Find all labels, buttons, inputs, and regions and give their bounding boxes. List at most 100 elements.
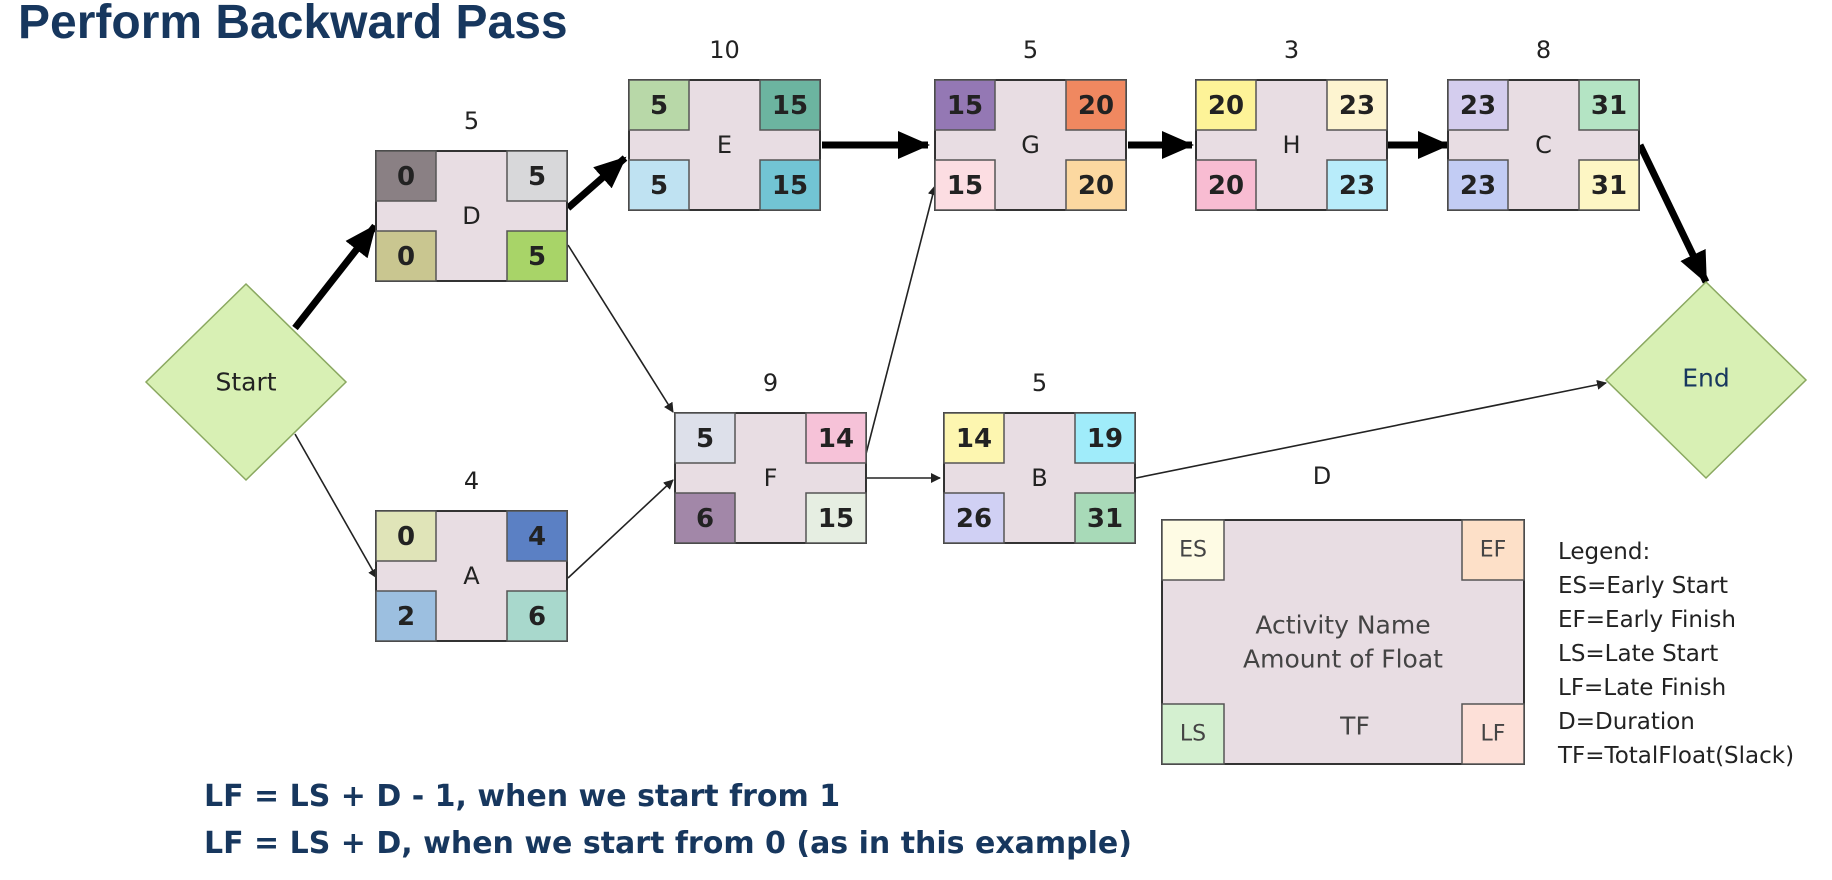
- activity-ef-cell: [759, 79, 821, 131]
- activity-lf-cell: [506, 230, 568, 282]
- legend-item: LF=Late Finish: [1558, 675, 1726, 701]
- start-diamond: [144, 282, 348, 482]
- activity-es-cell: [1195, 79, 1257, 131]
- activity-name: C: [1535, 131, 1552, 159]
- activity-lf-value: 15: [818, 504, 854, 534]
- activity-ef-cell: [506, 510, 568, 562]
- activity-lf-cell: [759, 159, 821, 211]
- activity-ls-cell: [943, 492, 1005, 544]
- legend-node: D ES EF LS LF Activity Name Amount of Fl…: [1161, 462, 1525, 765]
- activity-ls-value: 26: [956, 504, 992, 534]
- activity-duration: 5: [1032, 369, 1047, 397]
- activity-ef-cell: [1074, 412, 1136, 464]
- legend-es-label: ES: [1179, 538, 1207, 563]
- activity-ef-cell: [805, 412, 867, 464]
- activity-es-cell: [375, 150, 437, 202]
- activity-duration: 3: [1284, 36, 1299, 64]
- activity-ls-value: 20: [1208, 171, 1244, 201]
- activity-es-value: 20: [1208, 91, 1244, 121]
- activity-duration: 8: [1536, 36, 1551, 64]
- arrow-c-to-end: [1636, 143, 1710, 284]
- activity-es-cell: [628, 79, 690, 131]
- activity-ls-value: 6: [696, 504, 714, 534]
- activity-lf-value: 23: [1339, 171, 1375, 201]
- start-label: Start: [215, 368, 276, 397]
- activity-duration: 5: [464, 107, 479, 135]
- legend-ls-label: LS: [1180, 722, 1206, 747]
- activity-ef-cell: [1578, 79, 1640, 131]
- activity-node-a: 4 0 4 2 6 A: [375, 467, 568, 642]
- activity-lf-cell: [1074, 492, 1136, 544]
- activity-ef-value: 15: [772, 91, 808, 121]
- activity-lf-value: 6: [528, 602, 546, 632]
- legend-tf-label: TF: [1339, 712, 1370, 741]
- activity-ef-value: 14: [818, 424, 854, 454]
- legend-ls-cell: [1161, 703, 1225, 765]
- arrow-start-to-d: [292, 223, 378, 331]
- legend-item: EF=Early Finish: [1558, 607, 1736, 633]
- legend-es-cell: [1161, 519, 1225, 581]
- activity-es-value: 5: [650, 91, 668, 121]
- activity-name: G: [1021, 131, 1040, 159]
- legend-activity-name: Activity Name: [1255, 611, 1430, 640]
- arrow-f-to-g: [865, 185, 938, 455]
- activity-ls-cell: [934, 159, 996, 211]
- page-title: Perform Backward Pass: [18, 0, 568, 49]
- legend-item: ES=Early Start: [1558, 573, 1728, 599]
- activity-name: H: [1282, 131, 1300, 159]
- activity-duration: 5: [1023, 36, 1038, 64]
- arrow-a-to-f: [567, 479, 674, 579]
- activity-es-value: 15: [947, 91, 983, 121]
- activity-name: D: [462, 202, 480, 230]
- activity-lf-value: 31: [1087, 504, 1123, 534]
- activity-ls-value: 2: [397, 602, 415, 632]
- activity-duration: 9: [763, 369, 778, 397]
- activity-ef-value: 4: [528, 522, 546, 552]
- activity-ls-cell: [375, 590, 437, 642]
- activity-es-cell: [375, 510, 437, 562]
- legend-item: LS=Late Start: [1558, 641, 1718, 667]
- activity-name: A: [463, 562, 480, 590]
- legend-duration-label: D: [1313, 462, 1331, 490]
- activity-ef-value: 20: [1078, 91, 1114, 121]
- activity-lf-value: 5: [528, 242, 546, 272]
- activity-ls-cell: [1195, 159, 1257, 211]
- activity-lf-cell: [1578, 159, 1640, 211]
- arrow-start-to-a: [294, 433, 378, 579]
- activity-ef-value: 19: [1087, 424, 1123, 454]
- dependency-arrows: [292, 131, 1710, 579]
- activity-ls-value: 0: [397, 242, 415, 272]
- end-diamond: [1604, 280, 1808, 480]
- activity-lf-cell: [506, 590, 568, 642]
- activity-duration: 4: [464, 467, 479, 495]
- activity-es-value: 5: [696, 424, 714, 454]
- legend-ef-cell: [1461, 519, 1525, 581]
- arrow-d-to-f: [567, 244, 674, 413]
- activity-es-cell: [1447, 79, 1509, 131]
- activity-lf-value: 20: [1078, 171, 1114, 201]
- activity-es-value: 14: [956, 424, 992, 454]
- activity-es-cell: [943, 412, 1005, 464]
- activity-lf-value: 31: [1591, 171, 1627, 201]
- activity-lf-cell: [1065, 159, 1127, 211]
- activity-es-value: 23: [1460, 91, 1496, 121]
- activity-ls-value: 15: [947, 171, 983, 201]
- legend-lf-cell: [1461, 703, 1525, 765]
- activity-es-value: 0: [397, 522, 415, 552]
- legend-amount-of-float: Amount of Float: [1243, 645, 1443, 674]
- formula-start-from-1: LF = LS + D - 1, when we start from 1: [204, 779, 840, 814]
- activity-ls-cell: [375, 230, 437, 282]
- end-node: End: [1604, 280, 1808, 480]
- end-label: End: [1682, 364, 1730, 393]
- formula-start-from-0: LF = LS + D, when we start from 0 (as in…: [204, 826, 1132, 861]
- activity-ls-cell: [674, 492, 736, 544]
